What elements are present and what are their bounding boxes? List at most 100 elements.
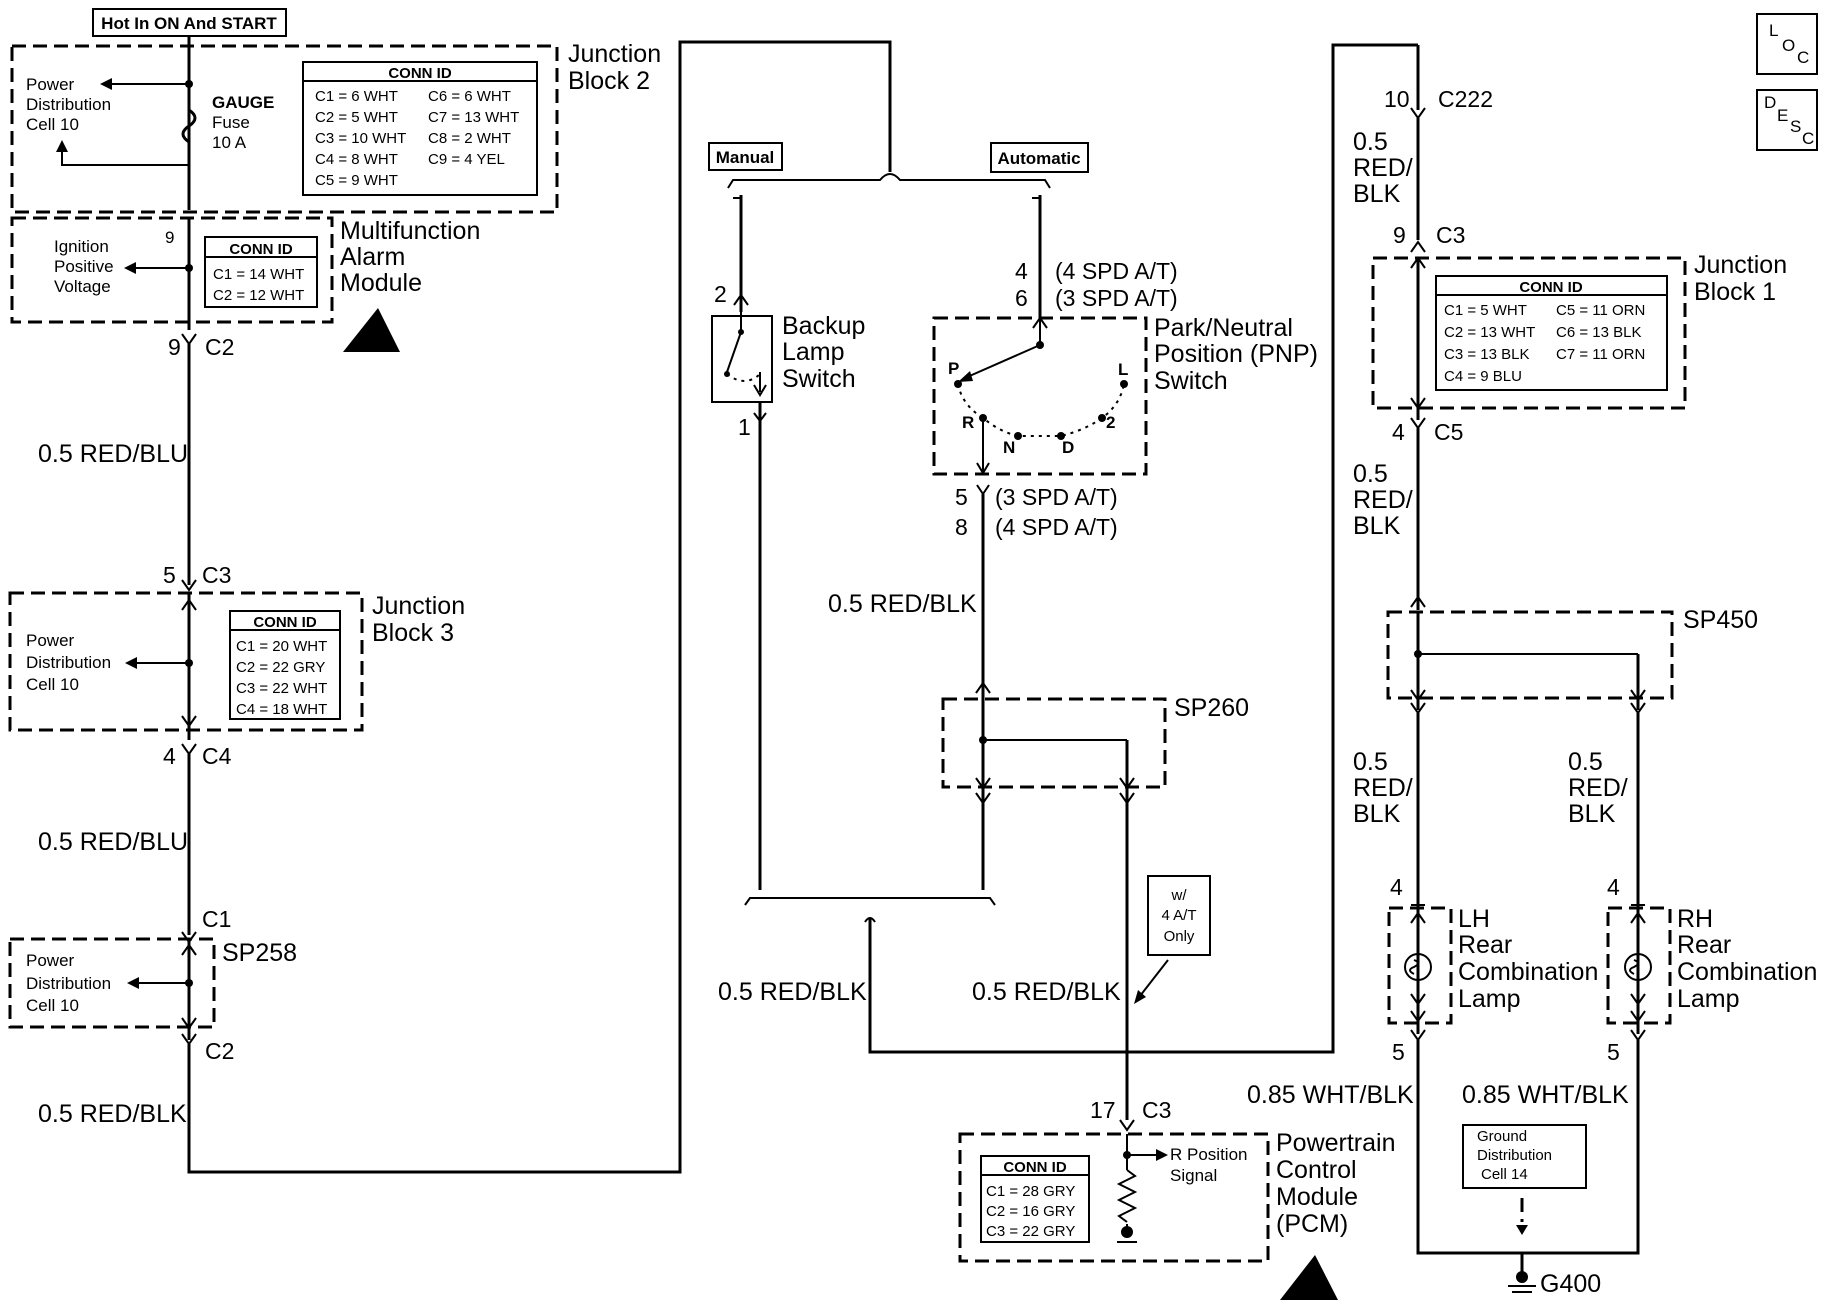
svg-text:O: O [1782,36,1795,55]
svg-text:C4 = 8 WHT: C4 = 8 WHT [315,151,398,168]
hot-in-label: Hot In ON And START [92,8,287,37]
svg-text:GAUGE: GAUGE [212,93,274,112]
svg-text:4: 4 [1015,258,1028,284]
svg-text:Signal: Signal [1170,1166,1217,1185]
w4at-note: w/ 4 A/T Only [1134,875,1211,1004]
splice-sp260: SP260 [941,681,1249,1075]
svg-text:1: 1 [738,414,751,440]
pnp-switch[interactable]: 4 (4 SPD A/T) 6 (3 SPD A/T) Park/Neutral… [932,258,1318,540]
wire-red-blk-mid: 0.5 RED/BLK [828,590,977,618]
wire-red-blk-lower-mid: 0.5 RED/BLK [972,978,1121,1006]
svg-text:Rear: Rear [1458,931,1512,959]
svg-text:Only: Only [1164,928,1195,945]
svg-text:C5: C5 [1434,419,1463,445]
wire-wht-blk-right: 0.85 WHT/BLK [1462,1081,1629,1109]
svg-text:Power: Power [26,75,75,94]
svg-text:C1 = 14 WHT: C1 = 14 WHT [213,266,304,283]
svg-text:LH: LH [1458,905,1490,933]
svg-text:CONN ID: CONN ID [253,614,317,631]
svg-text:Combination: Combination [1458,958,1598,986]
svg-text:6: 6 [1015,285,1028,311]
svg-text:Switch: Switch [1154,367,1228,395]
powertrain-control-module: 17 C3 Powertrain Control Module (PCM) CO… [958,1097,1396,1300]
svg-text:D: D [1764,93,1776,112]
svg-text:C1: C1 [202,906,231,932]
svg-text:Alarm: Alarm [340,243,405,271]
svg-text:RED/: RED/ [1568,774,1628,802]
svg-text:(4 SPD A/T): (4 SPD A/T) [1055,258,1178,284]
svg-text:Manual: Manual [716,148,775,167]
svg-text:SP260: SP260 [1174,694,1249,722]
ground-distribution: Ground Distribution Cell 14 [1462,1124,1587,1235]
svg-text:(4 SPD A/T): (4 SPD A/T) [995,514,1118,540]
svg-text:C2 = 13 WHT: C2 = 13 WHT [1444,324,1535,341]
desc-icon[interactable]: D E S C [1756,89,1818,151]
svg-text:4: 4 [1390,874,1403,900]
svg-text:C2 = 12 WHT: C2 = 12 WHT [213,287,304,304]
svg-text:9: 9 [168,334,181,360]
lh-rear-combination-lamp: 4 LH Rear Combination Lamp 5 [1387,874,1598,1065]
backup-lamp-switch[interactable]: 2 Backup Lamp Switch 1 [711,281,865,440]
svg-text:C2: C2 [205,1038,234,1064]
svg-text:C3: C3 [202,562,231,588]
svg-text:Cell 10: Cell 10 [26,996,79,1015]
svg-text:C3 = 13 BLK: C3 = 13 BLK [1444,346,1529,363]
svg-text:CONN ID: CONN ID [1519,279,1583,296]
svg-text:Automatic: Automatic [997,149,1080,168]
loc-icon[interactable]: L O C [1756,13,1818,75]
svg-text:C3: C3 [1436,222,1465,248]
svg-text:C9 = 4 YEL: C9 = 4 YEL [428,151,505,168]
svg-text:C2 = 5 WHT: C2 = 5 WHT [315,109,398,126]
svg-text:G400: G400 [1540,1270,1601,1298]
svg-text:Distribution: Distribution [26,95,111,114]
svg-text:0.5: 0.5 [1353,460,1388,488]
svg-text:CONN ID: CONN ID [1003,1159,1067,1176]
svg-text:Junction: Junction [372,592,465,620]
svg-text:9: 9 [165,228,174,247]
svg-text:CONN ID: CONN ID [229,241,293,258]
svg-text:Junction: Junction [1694,251,1787,279]
svg-text:C1 = 6 WHT: C1 = 6 WHT [315,88,398,105]
svg-text:C1 = 5 WHT: C1 = 5 WHT [1444,302,1527,319]
svg-text:C3 = 22 WHT: C3 = 22 WHT [236,680,327,697]
wire-c222-label: 0.5 RED/ BLK [1353,128,1413,208]
svg-text:C5 = 9 WHT: C5 = 9 WHT [315,172,398,189]
svg-text:0.5: 0.5 [1353,748,1388,776]
svg-text:L: L [1118,360,1128,379]
svg-text:Positive: Positive [54,257,114,276]
svg-text:Backup: Backup [782,312,865,340]
svg-text:Junction: Junction [568,40,661,68]
svg-text:Switch: Switch [782,365,856,393]
svg-text:C222: C222 [1438,86,1493,112]
svg-text:(3 SPD A/T): (3 SPD A/T) [1055,285,1178,311]
svg-text:Cell 10: Cell 10 [26,115,79,134]
svg-text:C7 = 11 ORN: C7 = 11 ORN [1556,346,1645,363]
svg-text:Lamp: Lamp [1458,985,1521,1013]
svg-text:4 A/T: 4 A/T [1161,907,1196,924]
svg-text:0.5: 0.5 [1353,128,1388,156]
svg-text:5: 5 [955,484,968,510]
svg-text:Fuse: Fuse [212,113,250,132]
svg-text:Cell 14: Cell 14 [1481,1166,1528,1183]
svg-text:C1 = 28 GRY: C1 = 28 GRY [986,1183,1075,1200]
splice-sp450: SP450 [1386,595,1758,715]
svg-text:2: 2 [1106,413,1115,432]
svg-text:RED/: RED/ [1353,154,1413,182]
svg-text:5: 5 [1392,1039,1405,1065]
junction-block-3: 5 C3 Junction Block 3 Power Distribution… [8,562,465,769]
svg-text:BLK: BLK [1353,512,1401,540]
svg-text:Voltage: Voltage [54,277,111,296]
svg-text:Ignition: Ignition [54,237,109,256]
svg-text:Power: Power [26,631,75,650]
svg-text:5: 5 [1607,1039,1620,1065]
svg-text:Powertrain: Powertrain [1276,1129,1396,1157]
svg-text:SP450: SP450 [1683,606,1758,634]
svg-text:RED/: RED/ [1353,486,1413,514]
svg-text:P: P [948,359,959,378]
svg-text:Position (PNP): Position (PNP) [1154,340,1318,368]
wire-lh-label: 0.5 RED/ BLK [1353,748,1413,828]
svg-text:9: 9 [1393,222,1406,248]
svg-text:Module: Module [340,269,422,297]
svg-text:Distribution: Distribution [1477,1147,1552,1164]
junction-block-2: Junction Block 2 Power Distribution Cell… [10,40,661,214]
